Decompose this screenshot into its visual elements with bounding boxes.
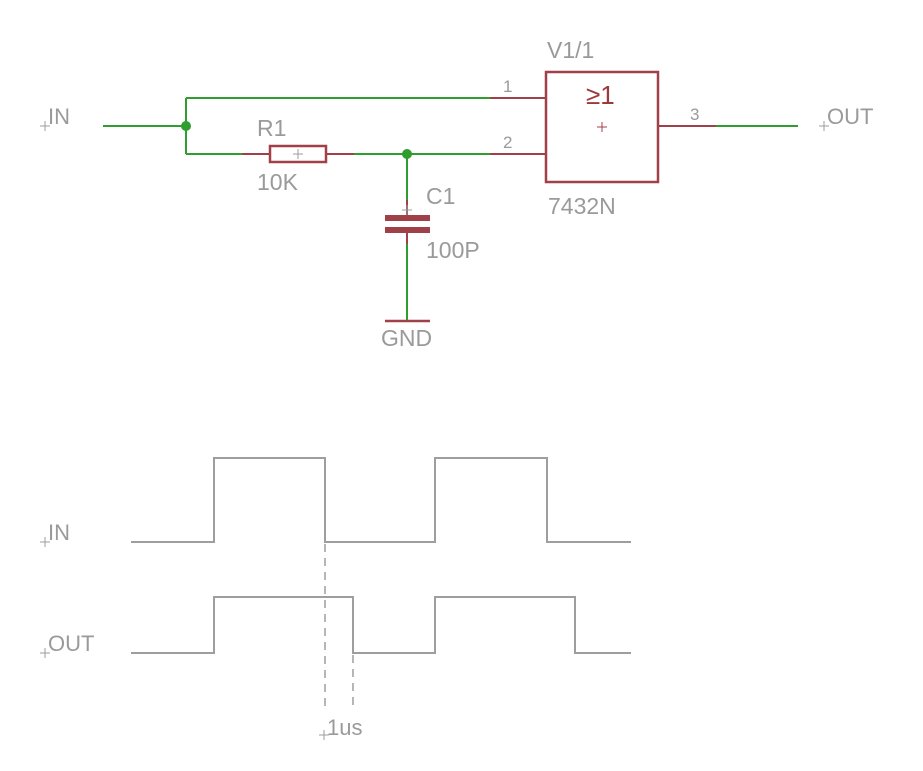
out-waveform: OUT [40,596,631,658]
resistor-value: 10K [257,169,299,195]
in-wave-label: IN [48,520,70,545]
junction-dot [402,149,412,159]
gate-part-name: 7432N [548,193,616,219]
in-wave-trace [131,457,631,543]
capacitor-plate [385,227,430,233]
capacitor-value: 100P [426,237,480,263]
out-wave-trace [131,596,631,654]
out-net-label-text: OUT [827,104,873,129]
out-net-label: OUT [819,104,873,131]
junction-dot [181,121,191,131]
capacitor-name: C1 [426,183,455,209]
schematic: IN R1 10K [40,37,873,351]
gate-pin-2-label: 2 [503,133,512,152]
gate-symbol: ≥1 [586,80,615,110]
resistor-r1: R1 10K [242,115,354,195]
or-gate-7432n: 1 2 3 ≥1 V1/1 7432N [490,37,716,219]
ground-label: GND [381,325,432,351]
gate-pin-1-label: 1 [503,77,512,96]
gate-instance-name: V1/1 [547,37,594,63]
timing-diagram: IN OUT 1us [40,457,631,740]
in-net-label: IN [40,104,70,131]
ground-symbol: GND [381,319,432,351]
delay-label: 1us [327,715,362,740]
in-net-label-text: IN [48,104,70,129]
gate-pin-3-label: 3 [690,105,699,124]
capacitor-plate [385,215,430,221]
in-waveform: IN [40,457,631,547]
delay-markers: 1us [319,544,362,740]
resistor-name: R1 [257,115,286,141]
out-wave-label: OUT [48,631,94,656]
capacitor-c1: C1 100P [385,183,480,263]
wires [103,97,798,320]
